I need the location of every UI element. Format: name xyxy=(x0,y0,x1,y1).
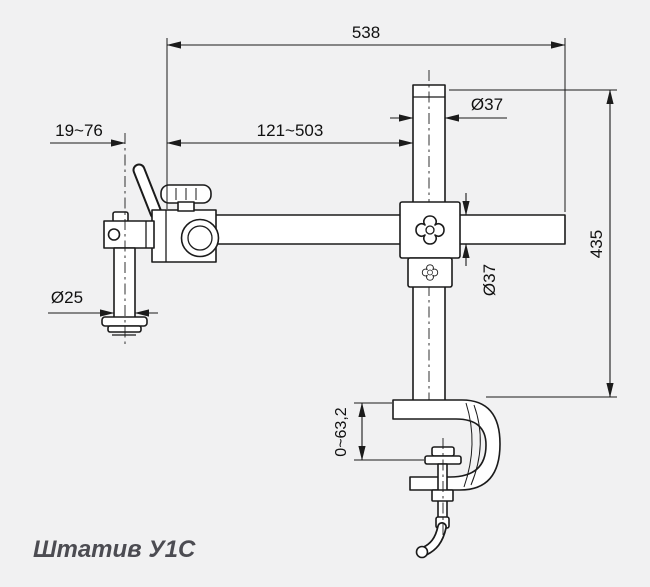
arm-clamp-block xyxy=(399,201,461,288)
product-title: Штатив У1С xyxy=(33,536,196,563)
extension-lines xyxy=(166,38,617,461)
clamp-body xyxy=(392,399,501,491)
dim-overall-width-label: 538 xyxy=(352,23,380,42)
star-knob-small-icon xyxy=(421,264,439,281)
horizontal-arm xyxy=(164,214,566,245)
clamp-screw xyxy=(415,438,462,559)
crank-ball xyxy=(415,545,429,559)
head-assembly xyxy=(103,163,220,263)
dim-post-diameter: Ø25 xyxy=(48,288,158,317)
dim-arm-diameter: Ø37 xyxy=(462,193,499,296)
dim-post-diameter-label: Ø25 xyxy=(51,288,83,307)
star-knob-large-icon xyxy=(415,215,445,245)
dim-overall-height-label: 435 xyxy=(587,230,606,258)
dim-column-diameter: Ø37 xyxy=(390,95,507,122)
dim-arm-diameter-label: Ø37 xyxy=(480,264,499,296)
dim-clamp-opening-label: 0~63,2 xyxy=(333,407,350,456)
dim-overall-height: 435 xyxy=(587,89,614,398)
dim-column-diameter-label: Ø37 xyxy=(471,95,503,114)
lock-lever xyxy=(132,163,163,220)
post-clamp xyxy=(103,211,155,249)
post-base-flange xyxy=(101,316,148,327)
pivot-bolt xyxy=(107,228,121,241)
dim-clamp-opening: 0~63,2 xyxy=(333,402,366,461)
table-clamp xyxy=(392,399,501,559)
dim-head-offset: 19~76 xyxy=(50,121,126,147)
dim-arm-reach: 121~503 xyxy=(166,121,414,147)
support-post xyxy=(101,133,148,346)
dim-arm-reach-label: 121~503 xyxy=(257,121,324,140)
dim-overall-width: 538 xyxy=(166,23,566,49)
screw-boss xyxy=(431,489,454,502)
top-knob xyxy=(160,184,212,212)
dim-head-offset-label: 19~76 xyxy=(55,121,103,140)
focus-ring xyxy=(180,218,220,258)
